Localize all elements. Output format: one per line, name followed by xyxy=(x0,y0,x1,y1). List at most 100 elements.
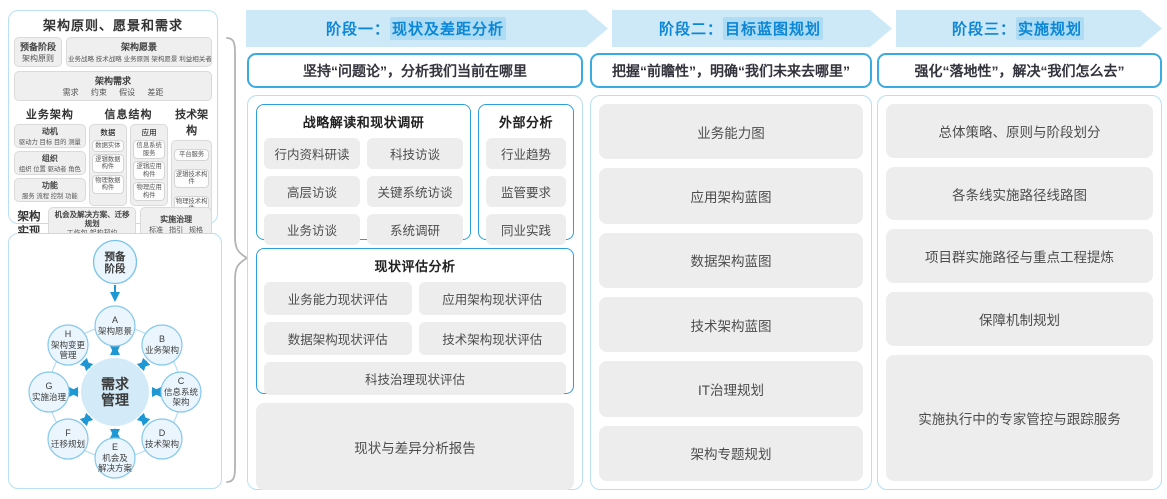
assessment-item: 科技治理现状评估 xyxy=(264,362,566,395)
adm-cycle-panel: 预备 阶段 需求 管理 xyxy=(8,233,222,489)
svg-text:管理: 管理 xyxy=(59,350,77,360)
phase2-deliverable: 技术架构蓝图 xyxy=(599,296,863,353)
phase2-subtitle: 把握“前瞻性”，明确“我们未来去哪里” xyxy=(590,53,872,88)
svg-text:信息系统: 信息系统 xyxy=(164,387,199,397)
external-analysis-title: 外部分析 xyxy=(498,115,553,130)
assessment-item: 数据架构现状评估 xyxy=(264,322,412,355)
framework-title: 架构原则、愿景和需求 xyxy=(42,18,183,33)
svg-text:架构: 架构 xyxy=(172,397,189,407)
svg-text:业务架构: 业务架构 xyxy=(145,345,179,355)
adm-node-f: F 迁移规划 xyxy=(47,418,89,460)
data-item: 数据实体 xyxy=(91,140,125,152)
strategy-item: 行内资料研读 xyxy=(264,138,360,169)
current-assessment-title: 现状评估分析 xyxy=(374,259,456,274)
phase2-deliverable: IT治理规划 xyxy=(599,361,863,417)
center-node-arrows xyxy=(68,345,162,439)
phase1-content-panel: 战略解读和现状调研 行内资料研读 科技访谈 高层访谈 关键系统访谈 业务访谈 系… xyxy=(247,95,583,490)
business-architecture-header: 业务架构 xyxy=(25,109,74,121)
phase2-deliverable: 应用架构蓝图 xyxy=(599,168,863,224)
phase1-subtitle: 坚持“问题论”，分析我们当前在哪里 xyxy=(247,53,583,88)
assessment-item: 应用架构现状评估 xyxy=(418,282,566,315)
strategy-item: 业务访谈 xyxy=(264,214,360,245)
svg-text:A: A xyxy=(112,315,118,325)
phase3-deliverable: 各条线实施路径线路图 xyxy=(886,166,1153,221)
strategy-item: 高层访谈 xyxy=(264,176,360,207)
phase3-deliverable: 总体策略、原则与阶段划分 xyxy=(886,104,1153,158)
function-sub: 服务 流程 控制 功能 xyxy=(22,193,78,200)
function-title: 功能 xyxy=(41,181,58,190)
phase1-banner-name: 现状及差距分析 xyxy=(390,17,506,40)
organization-title: 组织 xyxy=(41,154,58,163)
information-structure-header: 信息结构 xyxy=(104,109,153,121)
svg-text:阶段: 阶段 xyxy=(105,262,126,275)
svg-text:机会及: 机会及 xyxy=(102,453,128,463)
phase2-deliverable: 数据架构蓝图 xyxy=(599,232,863,288)
svg-text:H: H xyxy=(65,329,72,339)
svg-text:F: F xyxy=(65,428,71,438)
svg-text:解决方案: 解决方案 xyxy=(98,463,133,473)
phase3-deliverable: 保障机制规划 xyxy=(886,292,1153,346)
motivation-sub: 驱动力 目标 目的 测量 xyxy=(18,139,81,146)
implementation-governance-title: 实施治理 xyxy=(160,215,193,224)
architecture-vision-box: 架构愿景 业务战略 技术战略 业务原则 架构愿景 利益相关者 xyxy=(66,37,212,67)
adm-node-d: D 技术架构 xyxy=(141,418,183,460)
adm-node-h: H 架构变更 管理 xyxy=(47,324,89,366)
technology-item: 逻辑技术构件 xyxy=(174,168,209,188)
architecture-requirement-box: 架构需求 需求 约束 假设 差距 xyxy=(14,71,212,101)
application-item: 信息系统服务 xyxy=(133,140,166,160)
motivation-box: 动机 驱动力 目标 目的 测量 xyxy=(14,124,86,148)
grouping-brace xyxy=(226,37,249,483)
svg-text:G: G xyxy=(45,381,52,391)
technology-item: 平台服务 xyxy=(174,149,209,161)
strategy-item: 关键系统访谈 xyxy=(367,176,463,207)
strategy-item: 科技访谈 xyxy=(367,138,463,169)
adm-node-c: C 信息系统 架构 xyxy=(160,371,202,413)
organization-box: 组织 组织 位置 驱动者 角色 xyxy=(14,151,86,175)
svg-text:架构变更: 架构变更 xyxy=(51,340,86,350)
svg-text:需求: 需求 xyxy=(101,376,130,392)
application-subcolumn: 应用 信息系统服务 逻辑应用构件 物理应用构件 xyxy=(130,124,169,206)
adm-cycle-diagram: 预备 阶段 需求 管理 xyxy=(28,239,202,479)
adm-center-node: 需求 管理 xyxy=(81,358,149,426)
architecture-requirement-sub: 需求 约束 假设 差距 xyxy=(62,88,164,97)
prep-phase-sub: 架构原则 xyxy=(22,54,54,63)
svg-text:迁移规划: 迁移规划 xyxy=(51,439,85,449)
external-item: 行业趋势 xyxy=(486,138,566,169)
phase2-banner-prefix: 阶段二： xyxy=(658,21,723,38)
svg-text:E: E xyxy=(112,442,118,452)
svg-text:C: C xyxy=(178,376,185,386)
data-item: 物理数据构件 xyxy=(91,174,125,194)
adm-node-g: G 实施治理 xyxy=(28,371,70,413)
strategy-research-box: 战略解读和现状调研 行内资料研读 科技访谈 高层访谈 关键系统访谈 业务访谈 系… xyxy=(256,104,471,245)
prep-phase-box: 预备阶段 架构原则 xyxy=(14,37,62,67)
assessment-item: 业务能力现状评估 xyxy=(264,282,412,315)
phase3-subtitle: 强化“落地性”，解决“我们怎么去” xyxy=(877,53,1162,88)
phase3-banner: 阶段三：实施规划 xyxy=(896,10,1162,47)
svg-text:技术架构: 技术架构 xyxy=(145,439,179,449)
phase3-banner-prefix: 阶段三： xyxy=(951,21,1016,38)
architecture-requirement-title: 架构需求 xyxy=(94,76,131,86)
assessment-item: 技术架构现状评估 xyxy=(418,322,566,355)
gap-analysis-report-box: 现状与差异分析报告 xyxy=(256,403,574,490)
information-structure-column: 信息结构 数据 数据实体 逻辑数据构件 物理数据构件 应用 信息系统服务 逻辑应… xyxy=(88,106,169,206)
application-item: 逻辑应用构件 xyxy=(133,161,166,181)
external-analysis-box: 外部分析 行业趋势 监管要求 同业实践 xyxy=(478,104,574,245)
svg-text:管理: 管理 xyxy=(101,392,129,408)
strategy-item: 系统调研 xyxy=(367,214,463,245)
architecture-vision-sub: 业务战略 技术战略 业务原则 架构愿景 利益相关者 xyxy=(68,56,212,63)
current-assessment-box: 现状评估分析 业务能力现状评估 应用架构现状评估 数据架构现状评估 技术架构现状… xyxy=(256,248,574,395)
phase2-content-panel: 业务能力图 应用架构蓝图 数据架构蓝图 技术架构蓝图 IT治理规划 架构专题规划 xyxy=(590,95,872,490)
function-box: 功能 服务 流程 控制 功能 xyxy=(14,178,86,202)
phase3-content-panel: 总体策略、原则与阶段划分 各条线实施路径线路图 项目群实施路径与重点工程提炼 保… xyxy=(877,95,1162,490)
svg-text:预备: 预备 xyxy=(105,250,126,263)
svg-text:B: B xyxy=(159,334,165,344)
phase3-deliverable: 实施执行中的专家管控与跟踪服务 xyxy=(886,354,1153,482)
implementation-governance-sub: 标准 指引 规格 xyxy=(149,227,204,234)
phase2-deliverable: 架构专题规划 xyxy=(599,425,863,481)
data-subcolumn-title: 数据 xyxy=(100,128,116,137)
data-subcolumn: 数据 数据实体 逻辑数据构件 物理数据构件 xyxy=(88,124,128,206)
phase1-banner-prefix: 阶段一： xyxy=(325,21,390,38)
adm-node-e: E 机会及 解决方案 xyxy=(94,437,136,479)
adm-prep-node: 预备 阶段 xyxy=(92,239,138,285)
